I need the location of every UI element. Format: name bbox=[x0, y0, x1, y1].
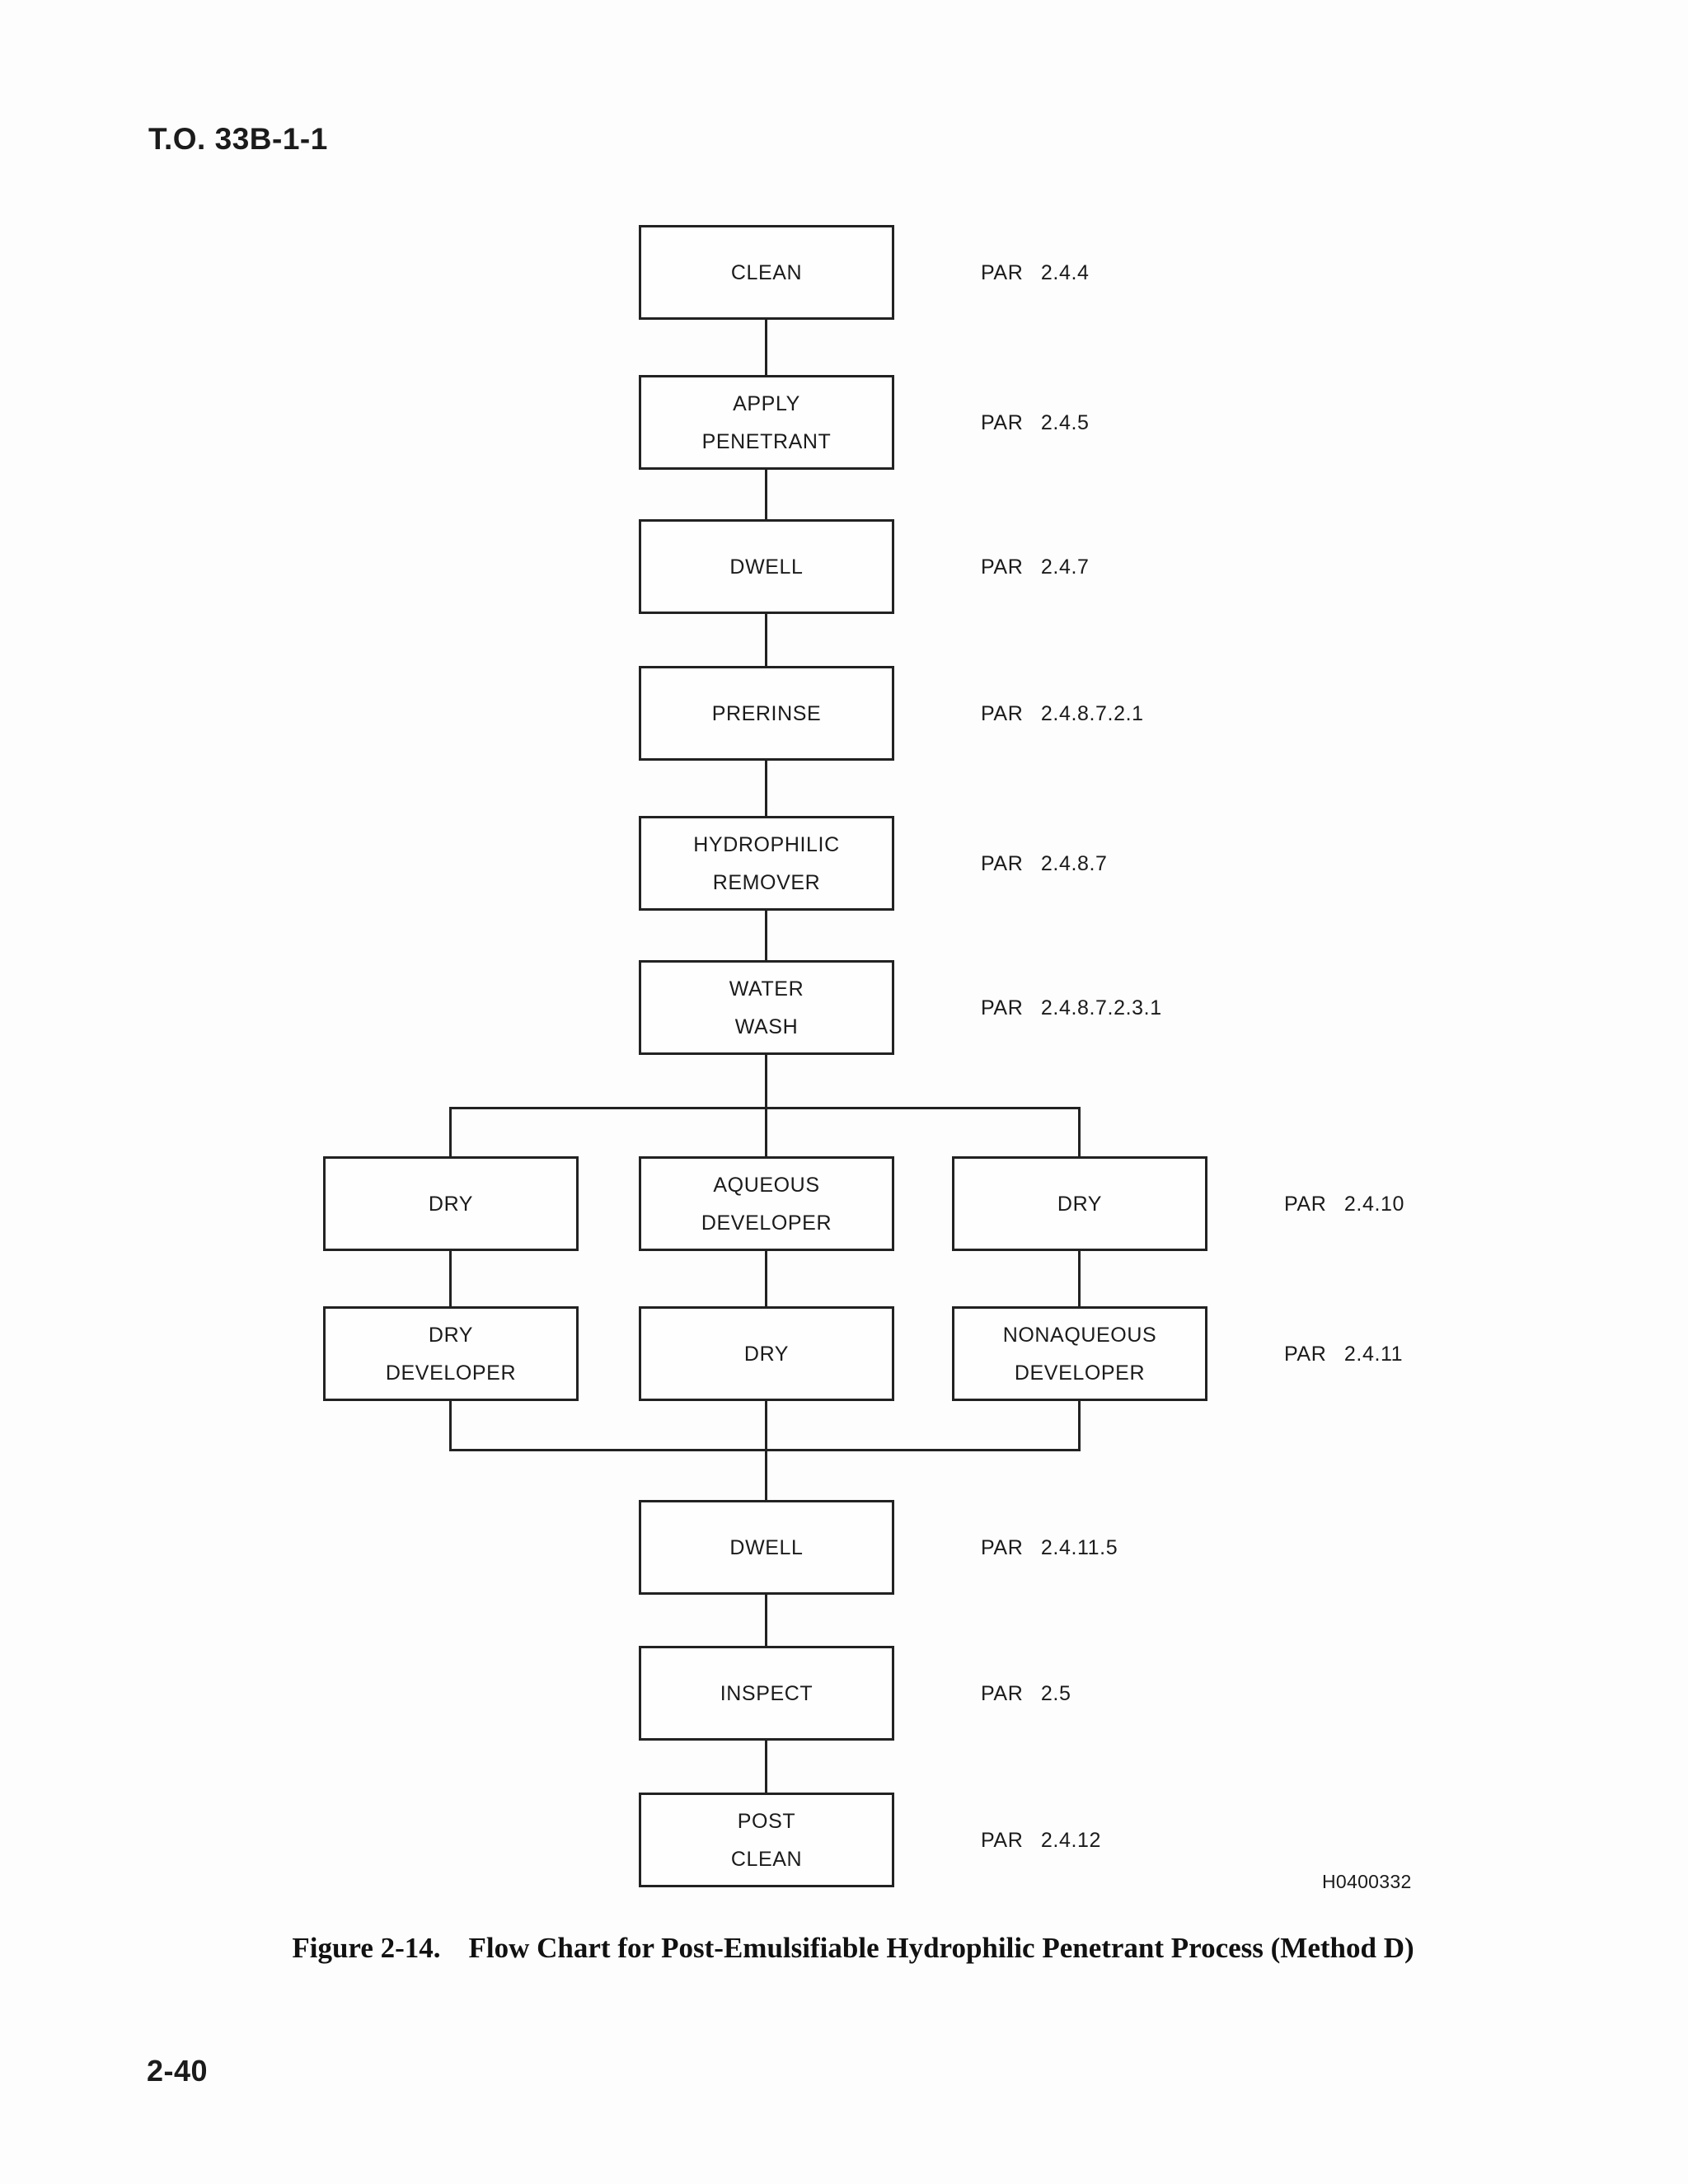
connector-remover-wash bbox=[765, 909, 767, 960]
par-ref-dwell: PAR 2.4.7 bbox=[981, 555, 1090, 579]
flow-box-prerinse: PRERINSE bbox=[639, 666, 894, 761]
flow-box-apply-penetrant: APPLY PENETRANT bbox=[639, 375, 894, 470]
flow-box-label: DRY bbox=[428, 1192, 474, 1216]
par-ref-post-clean: PAR 2.4.12 bbox=[981, 1829, 1102, 1852]
flow-box-label: INSPECT bbox=[720, 1681, 814, 1705]
flow-box-label: DEVELOPER bbox=[1014, 1361, 1146, 1385]
connector-row1-row2-left bbox=[449, 1249, 452, 1306]
par-ref-inspect: PAR 2.5 bbox=[981, 1682, 1071, 1705]
flow-box-label: DWELL bbox=[729, 1535, 804, 1559]
flow-box-label: PRERINSE bbox=[711, 701, 822, 725]
flow-box-dry-developer: DRY DEVELOPER bbox=[323, 1306, 579, 1401]
flow-box-inspect: INSPECT bbox=[639, 1646, 894, 1741]
par-ref-clean: PAR 2.4.4 bbox=[981, 261, 1090, 284]
flow-box-dwell: DWELL bbox=[639, 519, 894, 614]
connector-dwell-inspect bbox=[765, 1593, 767, 1646]
flow-box-label: NONAQUEOUS bbox=[1002, 1323, 1157, 1347]
flow-box-label: DWELL bbox=[729, 555, 804, 579]
flow-box-label: DRY bbox=[743, 1342, 790, 1366]
flow-box-label: AQUEOUS bbox=[713, 1173, 820, 1197]
flow-box-label: DEVELOPER bbox=[385, 1361, 517, 1385]
flow-box-label: HYDROPHILIC bbox=[693, 832, 840, 856]
figure-reference-code: H0400332 bbox=[1322, 1871, 1412, 1892]
flow-box-label: DRY bbox=[1057, 1192, 1103, 1216]
flow-box-hydrophilic-remover: HYDROPHILIC REMOVER bbox=[639, 816, 894, 911]
flow-box-water-wash: WATER WASH bbox=[639, 960, 894, 1055]
par-ref-prerinse: PAR 2.4.8.7.2.1 bbox=[981, 702, 1144, 725]
flow-box-label: PENETRANT bbox=[701, 429, 832, 453]
split-drop-center bbox=[765, 1107, 767, 1156]
split-drop-left bbox=[449, 1107, 452, 1156]
flow-box-dry-middle: DRY bbox=[639, 1306, 894, 1401]
connector-clean-apply bbox=[765, 318, 767, 375]
flow-box-label: WATER bbox=[729, 977, 804, 1001]
flow-box-post-clean: POST CLEAN bbox=[639, 1793, 894, 1887]
flow-box-label: CLEAN bbox=[730, 260, 803, 284]
flow-box-clean: CLEAN bbox=[639, 225, 894, 320]
flow-box-label: DEVELOPER bbox=[701, 1211, 832, 1235]
merge-rise-left bbox=[449, 1399, 452, 1451]
flow-box-label: APPLY bbox=[733, 391, 800, 415]
figure-caption: Figure 2-14. Flow Chart for Post-Emulsifi… bbox=[0, 1932, 1688, 1965]
flow-box-label: REMOVER bbox=[712, 870, 821, 894]
par-ref-water-wash: PAR 2.4.8.7.2.3.1 bbox=[981, 996, 1162, 1019]
flow-box-label: POST bbox=[737, 1809, 796, 1833]
flow-box-nonaqueous-developer: NONAQUEOUS DEVELOPER bbox=[952, 1306, 1207, 1401]
figure-caption-title: Flow Chart for Post-Emulsifiable Hydroph… bbox=[468, 1932, 1414, 1964]
flow-box-label: DRY bbox=[428, 1323, 474, 1347]
flow-box-dry-left: DRY bbox=[323, 1156, 579, 1251]
document-header: T.O. 33B-1-1 bbox=[148, 122, 328, 156]
figure-caption-label: Figure 2-14. bbox=[292, 1932, 441, 1964]
page-number: 2-40 bbox=[147, 2054, 209, 2088]
merge-rise-right bbox=[1078, 1399, 1081, 1451]
connector-inspect-postclean bbox=[765, 1739, 767, 1793]
flow-box-dry-right: DRY bbox=[952, 1156, 1207, 1251]
par-ref-dwell-2: PAR 2.4.11.5 bbox=[981, 1536, 1118, 1559]
connector-apply-dwell bbox=[765, 468, 767, 519]
connector-row1-row2-right bbox=[1078, 1249, 1081, 1306]
par-ref-apply-penetrant: PAR 2.4.5 bbox=[981, 411, 1090, 434]
connector-prerinse-remover bbox=[765, 759, 767, 816]
flow-box-aqueous-developer: AQUEOUS DEVELOPER bbox=[639, 1156, 894, 1251]
flow-box-label: CLEAN bbox=[730, 1847, 803, 1871]
par-ref-row-developer: PAR 2.4.11 bbox=[1284, 1343, 1404, 1366]
par-ref-hydrophilic-remover: PAR 2.4.8.7 bbox=[981, 852, 1108, 875]
connector-row1-row2-center bbox=[765, 1249, 767, 1306]
flow-box-dwell-2: DWELL bbox=[639, 1500, 894, 1595]
split-stem-line bbox=[765, 1053, 767, 1108]
par-ref-row-dry: PAR 2.4.10 bbox=[1284, 1193, 1405, 1216]
connector-dwell-prerinse bbox=[765, 612, 767, 666]
flow-box-label: WASH bbox=[734, 1015, 799, 1038]
merge-line bbox=[449, 1449, 1081, 1451]
split-drop-right bbox=[1078, 1107, 1081, 1156]
